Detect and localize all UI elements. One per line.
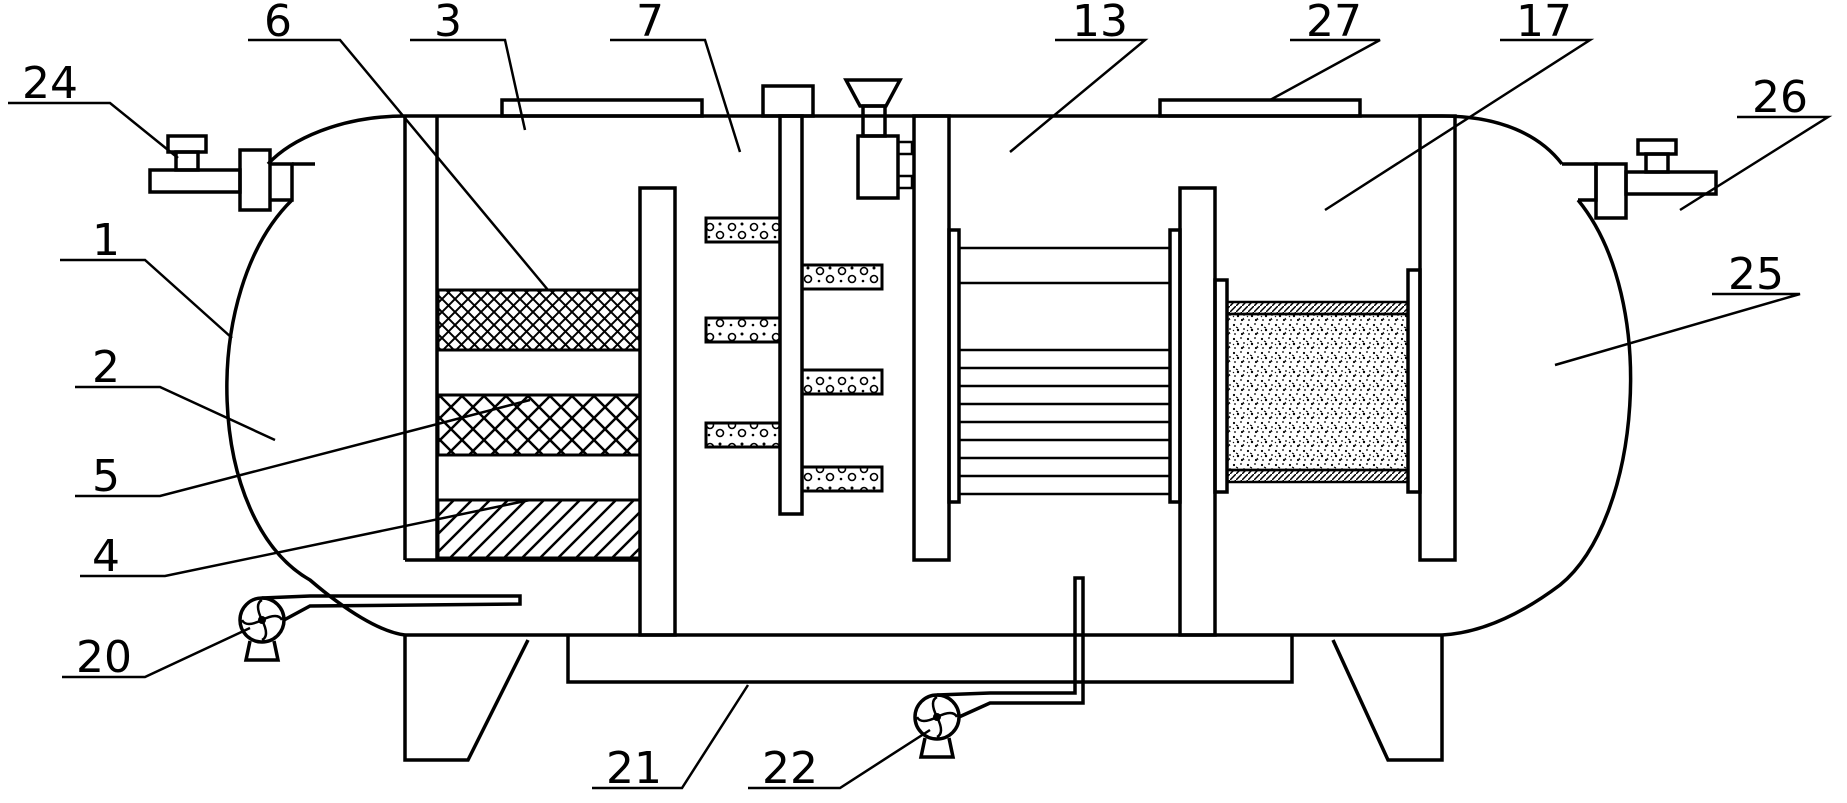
label-3: 3 — [434, 0, 462, 47]
label-21: 21 — [606, 743, 662, 794]
right-valve — [1562, 138, 1718, 220]
left-valve — [148, 134, 315, 212]
dosing-hopper — [843, 78, 914, 200]
pump-20 — [238, 594, 522, 662]
label-6: 6 — [264, 0, 292, 47]
label-22: 22 — [762, 743, 818, 794]
label-7: 7 — [636, 0, 664, 47]
label-5: 5 — [92, 451, 120, 502]
label-17: 17 — [1516, 0, 1572, 47]
label-2: 2 — [92, 342, 120, 393]
tube-bundle — [947, 228, 1182, 504]
part-labels: 24 1 2 6 5 4 20 3 7 13 27 17 26 25 21 22 — [22, 0, 1808, 794]
label-24: 24 — [22, 58, 78, 109]
label-4: 4 — [92, 531, 120, 582]
media-filter — [1213, 268, 1422, 494]
label-25: 25 — [1728, 249, 1784, 300]
label-20: 20 — [76, 632, 132, 683]
leader-lines — [8, 38, 1833, 790]
label-26: 26 — [1752, 72, 1808, 123]
aeration-bars — [704, 216, 884, 493]
pump-22 — [913, 576, 1085, 759]
top-fittings — [500, 84, 1362, 118]
support-legs — [403, 635, 1444, 762]
filter-layers — [436, 288, 642, 560]
label-27: 27 — [1306, 0, 1362, 47]
sludge-tray — [566, 635, 1294, 684]
label-1: 1 — [92, 215, 120, 266]
label-13: 13 — [1072, 0, 1128, 47]
